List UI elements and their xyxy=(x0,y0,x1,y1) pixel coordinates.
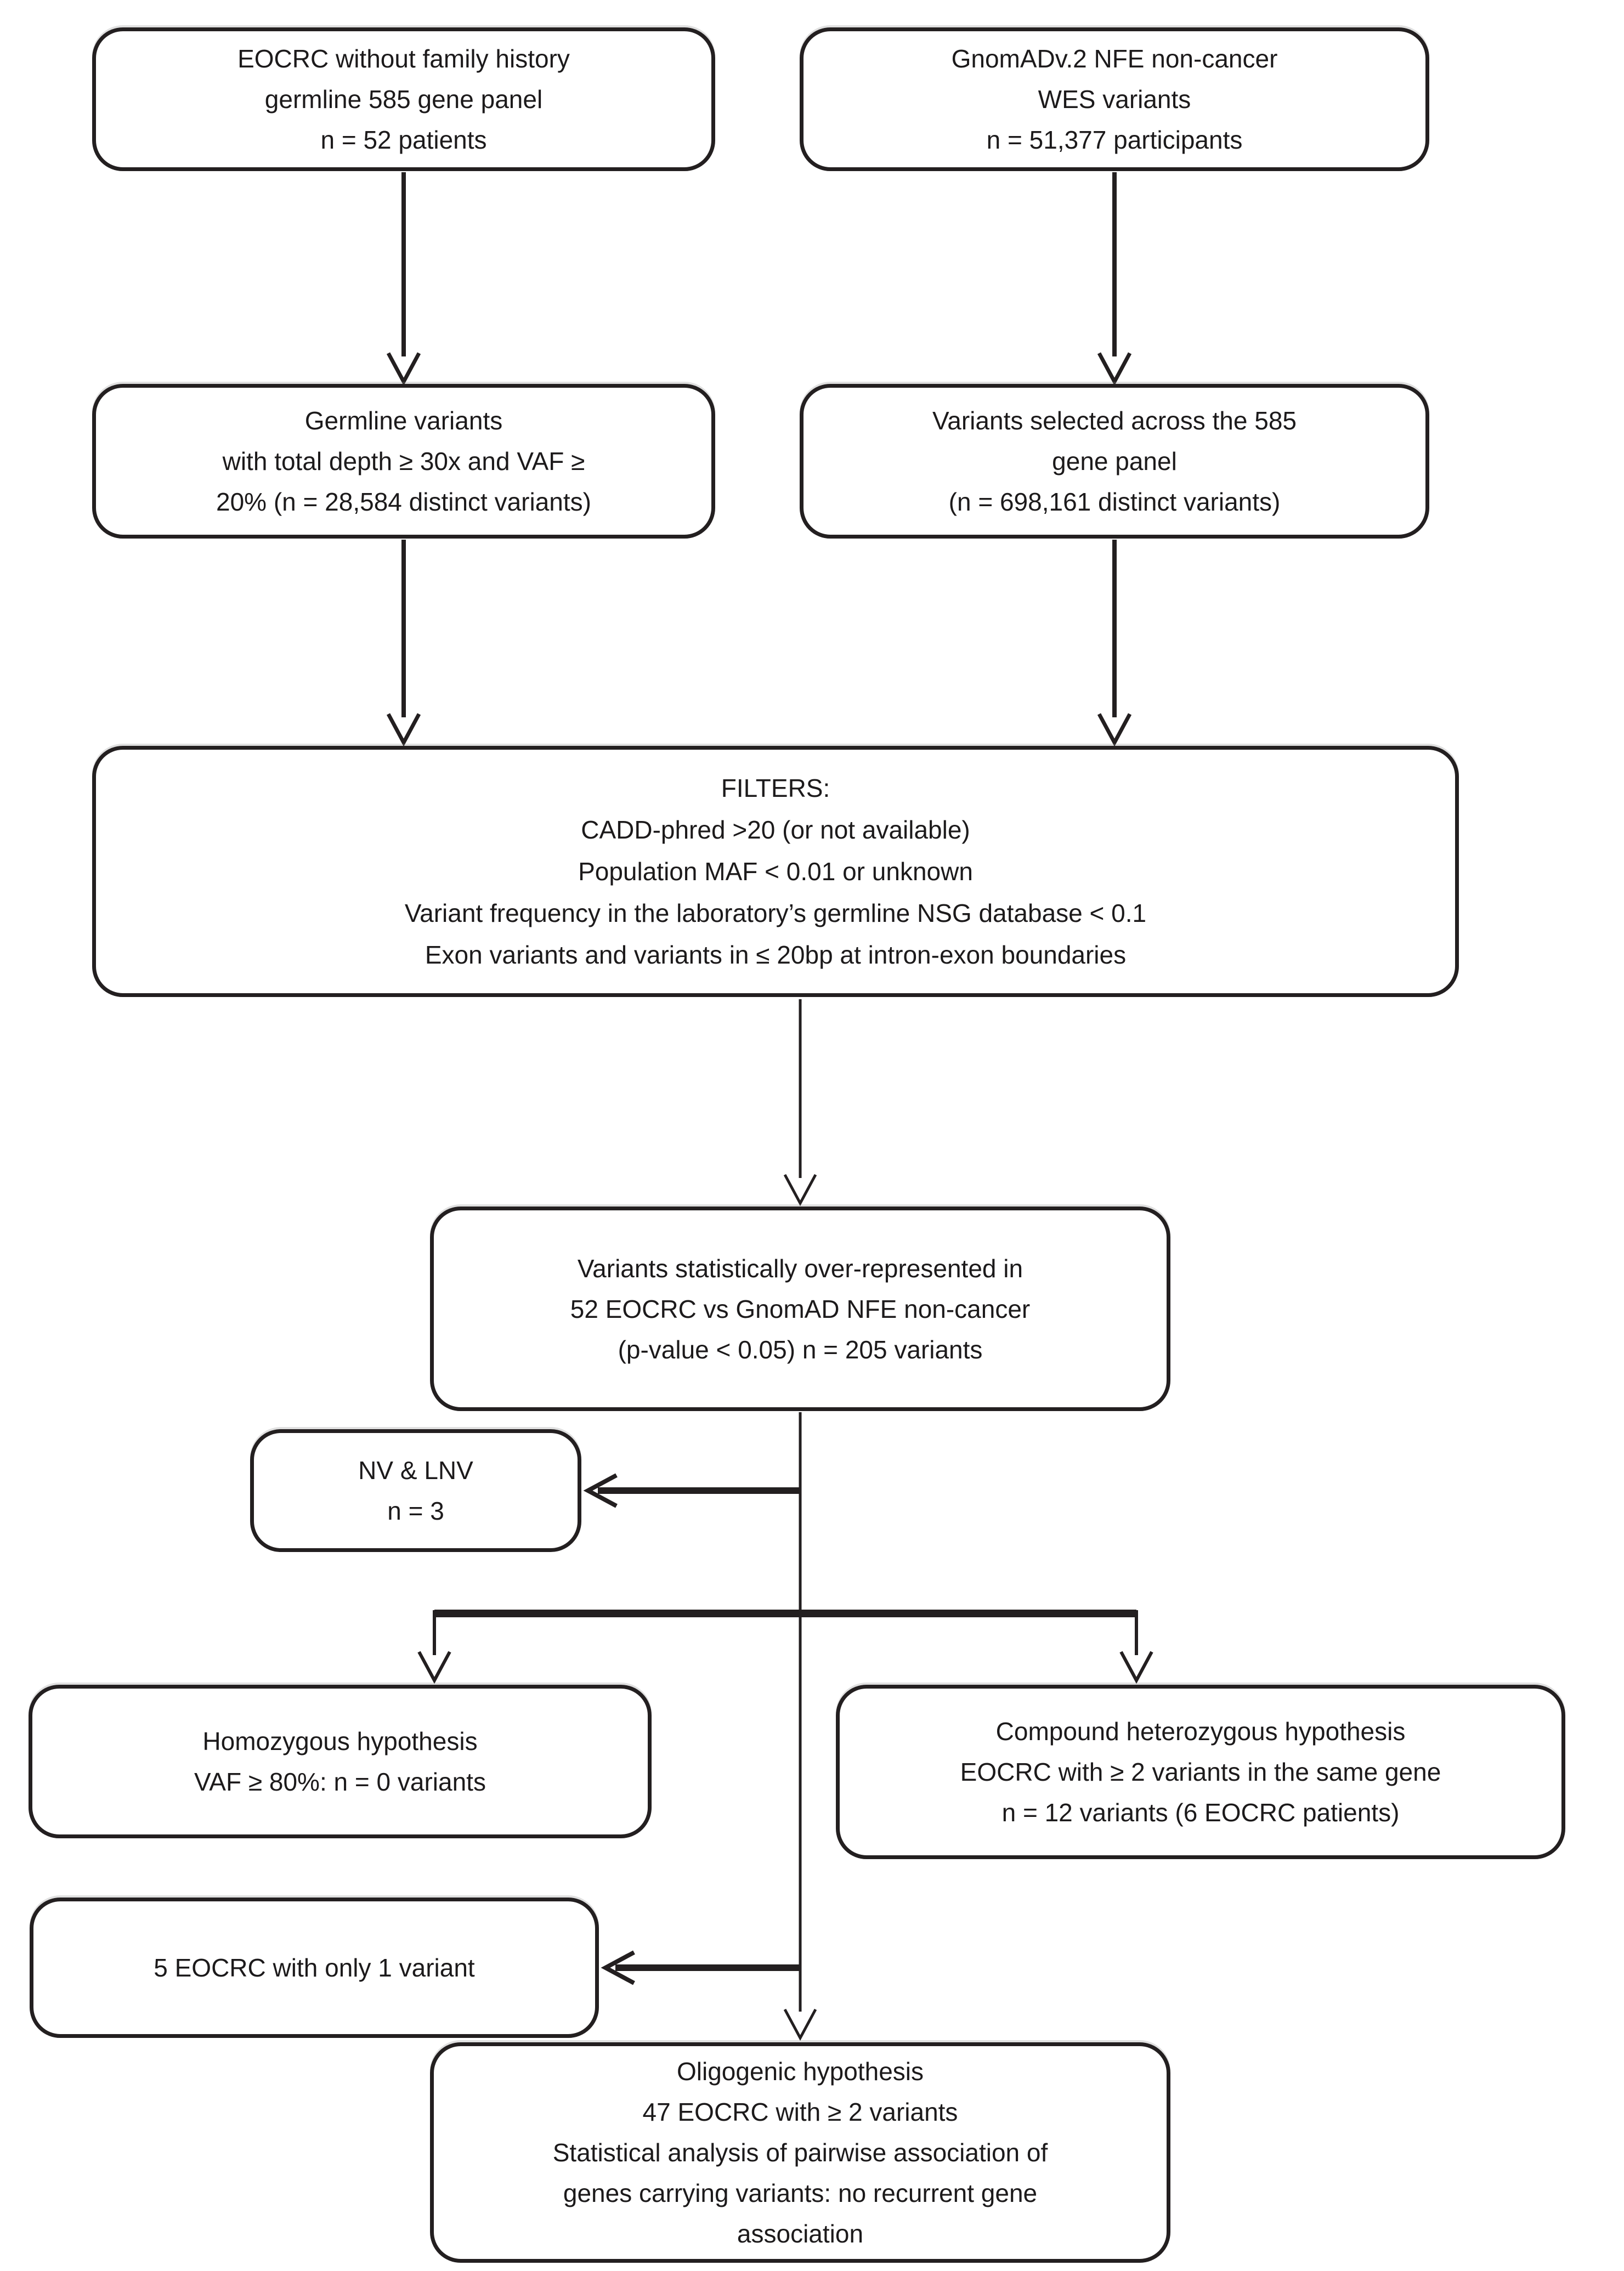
text-line: WES variants xyxy=(1038,85,1191,114)
text-line: 20% (n = 28,584 distinct variants) xyxy=(216,488,591,516)
text-line: n = 12 variants (6 EOCRC patients) xyxy=(1001,1798,1400,1827)
text-line: (n = 698,161 distinct variants) xyxy=(948,488,1281,516)
text-line: 52 EOCRC vs GnomAD NFE non-cancer xyxy=(570,1294,1031,1323)
text-line: Variants statistically over-represented … xyxy=(577,1254,1023,1283)
text-line: EOCRC with ≥ 2 variants in the same gene xyxy=(960,1758,1441,1786)
arrow-eocrc-to-germline-variants xyxy=(386,172,421,386)
text-line: GnomADv.2 NFE non-cancer xyxy=(951,44,1278,73)
text-line: Population MAF < 0.01 or unknown xyxy=(578,857,973,886)
text-line: n = 51,377 participants xyxy=(986,126,1243,154)
node-eocrc-cohort: EOCRC without family history germline 58… xyxy=(92,27,715,171)
text-line: gene panel xyxy=(1052,447,1177,475)
node-germline-variants: Germline variants with total depth ≥ 30x… xyxy=(92,384,715,539)
text-line: FILTERS: xyxy=(721,774,830,802)
arrow-filters-to-overrepresented xyxy=(783,999,817,1207)
node-homozygous-hypothesis: Homozygous hypothesis VAF ≥ 80%: n = 0 v… xyxy=(29,1685,652,1838)
node-overrepresented-variants: Variants statistically over-represented … xyxy=(430,1207,1170,1411)
text-line: Variants selected across the 585 xyxy=(932,406,1297,435)
text-line: germline 585 gene panel xyxy=(264,85,543,114)
node-gnomad-cohort: GnomADv.2 NFE non-cancer WES variants n … xyxy=(800,27,1429,171)
node-text: Variants selected across the 585 gene pa… xyxy=(803,400,1425,522)
text-line: association xyxy=(737,2219,864,2248)
text-line: Oligogenic hypothesis xyxy=(676,2057,924,2086)
text-line: CADD-phred >20 (or not available) xyxy=(581,815,970,844)
arrow-overrepresented-to-oligogenic xyxy=(783,1412,817,2041)
arrow-branch-to-compound xyxy=(1119,1610,1153,1684)
node-panel-variants: Variants selected across the 585 gene pa… xyxy=(800,384,1429,539)
text-line: 47 EOCRC with ≥ 2 variants xyxy=(642,2098,958,2126)
node-text: Compound heterozygous hypothesis EOCRC w… xyxy=(840,1711,1561,1833)
node-text: NV & LNV n = 3 xyxy=(254,1450,578,1531)
arrow-germline-to-filters xyxy=(386,540,421,747)
node-text: Oligogenic hypothesis 47 EOCRC with ≥ 2 … xyxy=(434,2051,1167,2254)
node-text: 5 EOCRC with only 1 variant xyxy=(33,1947,595,1988)
text-line: VAF ≥ 80%: n = 0 variants xyxy=(194,1768,486,1796)
text-line: Exon variants and variants in ≤ 20bp at … xyxy=(425,941,1127,969)
text-line: Variant frequency in the laboratory’s ge… xyxy=(404,899,1147,927)
node-compound-heterozygous-hypothesis: Compound heterozygous hypothesis EOCRC w… xyxy=(836,1685,1565,1859)
text-line: Germline variants xyxy=(304,406,503,435)
arrow-panel-to-filters xyxy=(1097,540,1132,747)
arrow-to-nv-lnv xyxy=(583,1473,800,1508)
arrow-gnomad-to-panel-variants xyxy=(1097,172,1132,386)
node-text: GnomADv.2 NFE non-cancer WES variants n … xyxy=(803,38,1425,160)
text-line: EOCRC without family history xyxy=(237,44,570,73)
text-line: with total depth ≥ 30x and VAF ≥ xyxy=(222,447,585,475)
arrow-branch-to-homozygous xyxy=(417,1610,451,1684)
text-line: n = 52 patients xyxy=(320,126,487,154)
node-text: Variants statistically over-represented … xyxy=(434,1248,1167,1370)
node-text: FILTERS: CADD-phred >20 (or not availabl… xyxy=(96,767,1455,976)
text-line: Compound heterozygous hypothesis xyxy=(995,1717,1406,1746)
text-line: genes carrying variants: no recurrent ge… xyxy=(563,2179,1038,2207)
node-text: Homozygous hypothesis VAF ≥ 80%: n = 0 v… xyxy=(32,1721,648,1802)
text-line: NV & LNV xyxy=(358,1456,473,1485)
text-line: Homozygous hypothesis xyxy=(202,1727,478,1755)
node-nv-lnv: NV & LNV n = 3 xyxy=(250,1429,581,1552)
text-line: Statistical analysis of pairwise associa… xyxy=(552,2138,1048,2167)
node-text: EOCRC without family history germline 58… xyxy=(96,38,711,160)
text-line: (p-value < 0.05) n = 205 variants xyxy=(618,1335,983,1364)
text-line: n = 3 xyxy=(387,1497,444,1525)
arrow-to-single-variant xyxy=(601,1950,800,1985)
node-text: Germline variants with total depth ≥ 30x… xyxy=(96,400,711,522)
node-filters: FILTERS: CADD-phred >20 (or not availabl… xyxy=(92,746,1459,997)
node-oligogenic-hypothesis: Oligogenic hypothesis 47 EOCRC with ≥ 2 … xyxy=(430,2042,1170,2263)
node-single-variant-eocrc: 5 EOCRC with only 1 variant xyxy=(30,1898,599,2038)
text-line: 5 EOCRC with only 1 variant xyxy=(154,1953,475,1982)
